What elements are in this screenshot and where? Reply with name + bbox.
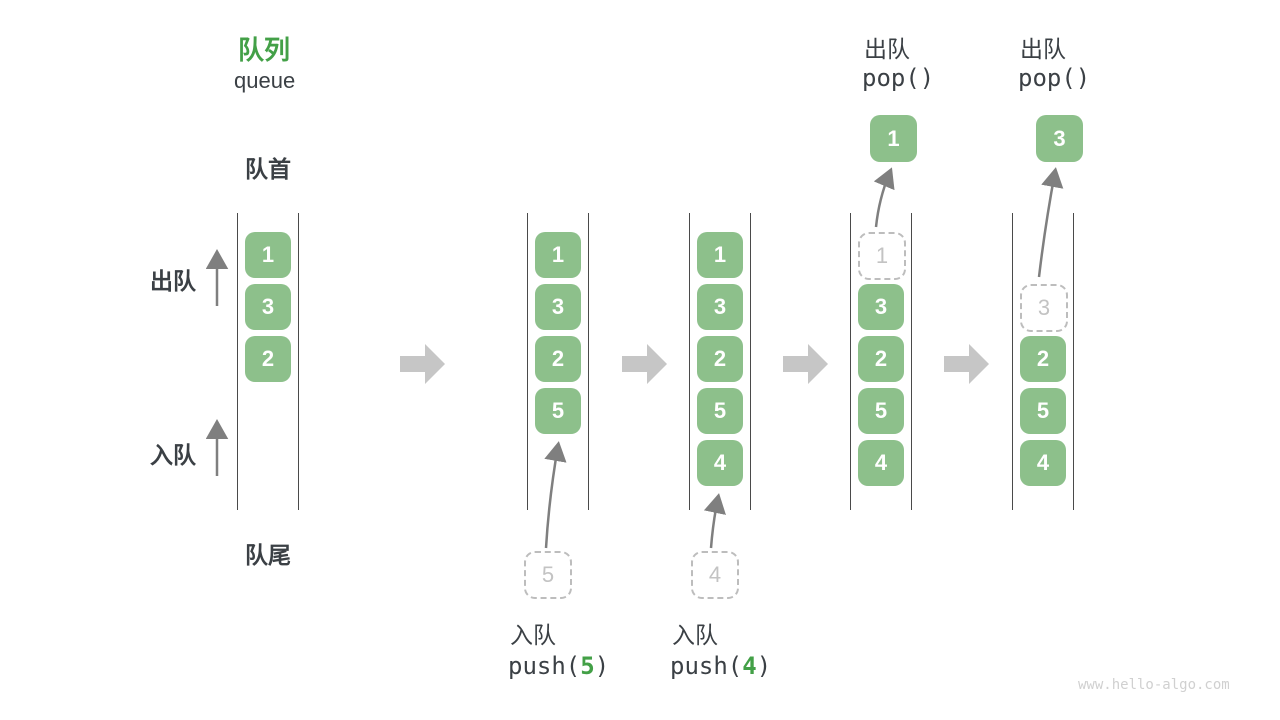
queue-item: 5: [535, 388, 581, 434]
queue-item: 3: [535, 284, 581, 330]
code-arg: 4: [742, 652, 757, 680]
queue-item: 4: [697, 440, 743, 486]
queue-item: 1: [535, 232, 581, 278]
queue-channel-3: [689, 213, 751, 510]
diagram-title-zh: 队列: [238, 35, 291, 65]
queue-item: 5: [697, 388, 743, 434]
code-prefix: push(: [670, 652, 743, 680]
pop-code: pop(): [1018, 64, 1091, 92]
code-arg: 5: [580, 652, 595, 680]
popped-item: 3: [1036, 115, 1083, 162]
popped-item: 1: [870, 115, 917, 162]
transition-arrow-1: [400, 344, 445, 384]
queue-channel-1: [237, 213, 299, 510]
queue-item: 3: [245, 284, 291, 330]
diagram-title-en: queue: [234, 68, 296, 93]
queue-item: 4: [858, 440, 904, 486]
enqueue-op-label: 入队: [510, 622, 556, 648]
transition-arrow-4: [944, 344, 989, 384]
push4-code: push(4): [670, 652, 771, 680]
queue-item: 5: [1020, 388, 1066, 434]
transition-arrow-3: [783, 344, 828, 384]
queue-item: 2: [535, 336, 581, 382]
queue-item: 1: [697, 232, 743, 278]
code-prefix: push(: [508, 652, 581, 680]
ghost-item: 3: [1020, 284, 1068, 332]
queue-item: 5: [858, 388, 904, 434]
queue-item: 2: [245, 336, 291, 382]
pending-item: 5: [524, 551, 572, 599]
code-suffix: ): [756, 652, 772, 680]
queue-item: 2: [697, 336, 743, 382]
queue-channel-2: [527, 213, 589, 510]
watermark: www.hello-algo.com: [1078, 677, 1230, 693]
queue-item: 2: [858, 336, 904, 382]
queue-channel-5: [1012, 213, 1074, 510]
dequeue-op-label: 出队: [1020, 36, 1066, 62]
queue-item: 3: [697, 284, 743, 330]
enqueue-label: 入队: [150, 442, 196, 468]
queue-item: 3: [858, 284, 904, 330]
pop-code: pop(): [862, 64, 935, 92]
queue-item: 4: [1020, 440, 1066, 486]
transition-arrow-2: [622, 344, 667, 384]
queue-item: 2: [1020, 336, 1066, 382]
queue-rear-label: 队尾: [245, 542, 291, 568]
push5-code: push(5): [508, 652, 609, 680]
queue-item: 1: [245, 232, 291, 278]
enqueue-op-label: 入队: [672, 622, 718, 648]
ghost-item: 1: [858, 232, 906, 280]
dequeue-op-label: 出队: [864, 36, 910, 62]
queue-channel-4: [850, 213, 912, 510]
code-suffix: ): [594, 652, 610, 680]
queue-front-label: 队首: [245, 156, 291, 182]
pending-item: 4: [691, 551, 739, 599]
dequeue-label: 出队: [150, 268, 196, 294]
